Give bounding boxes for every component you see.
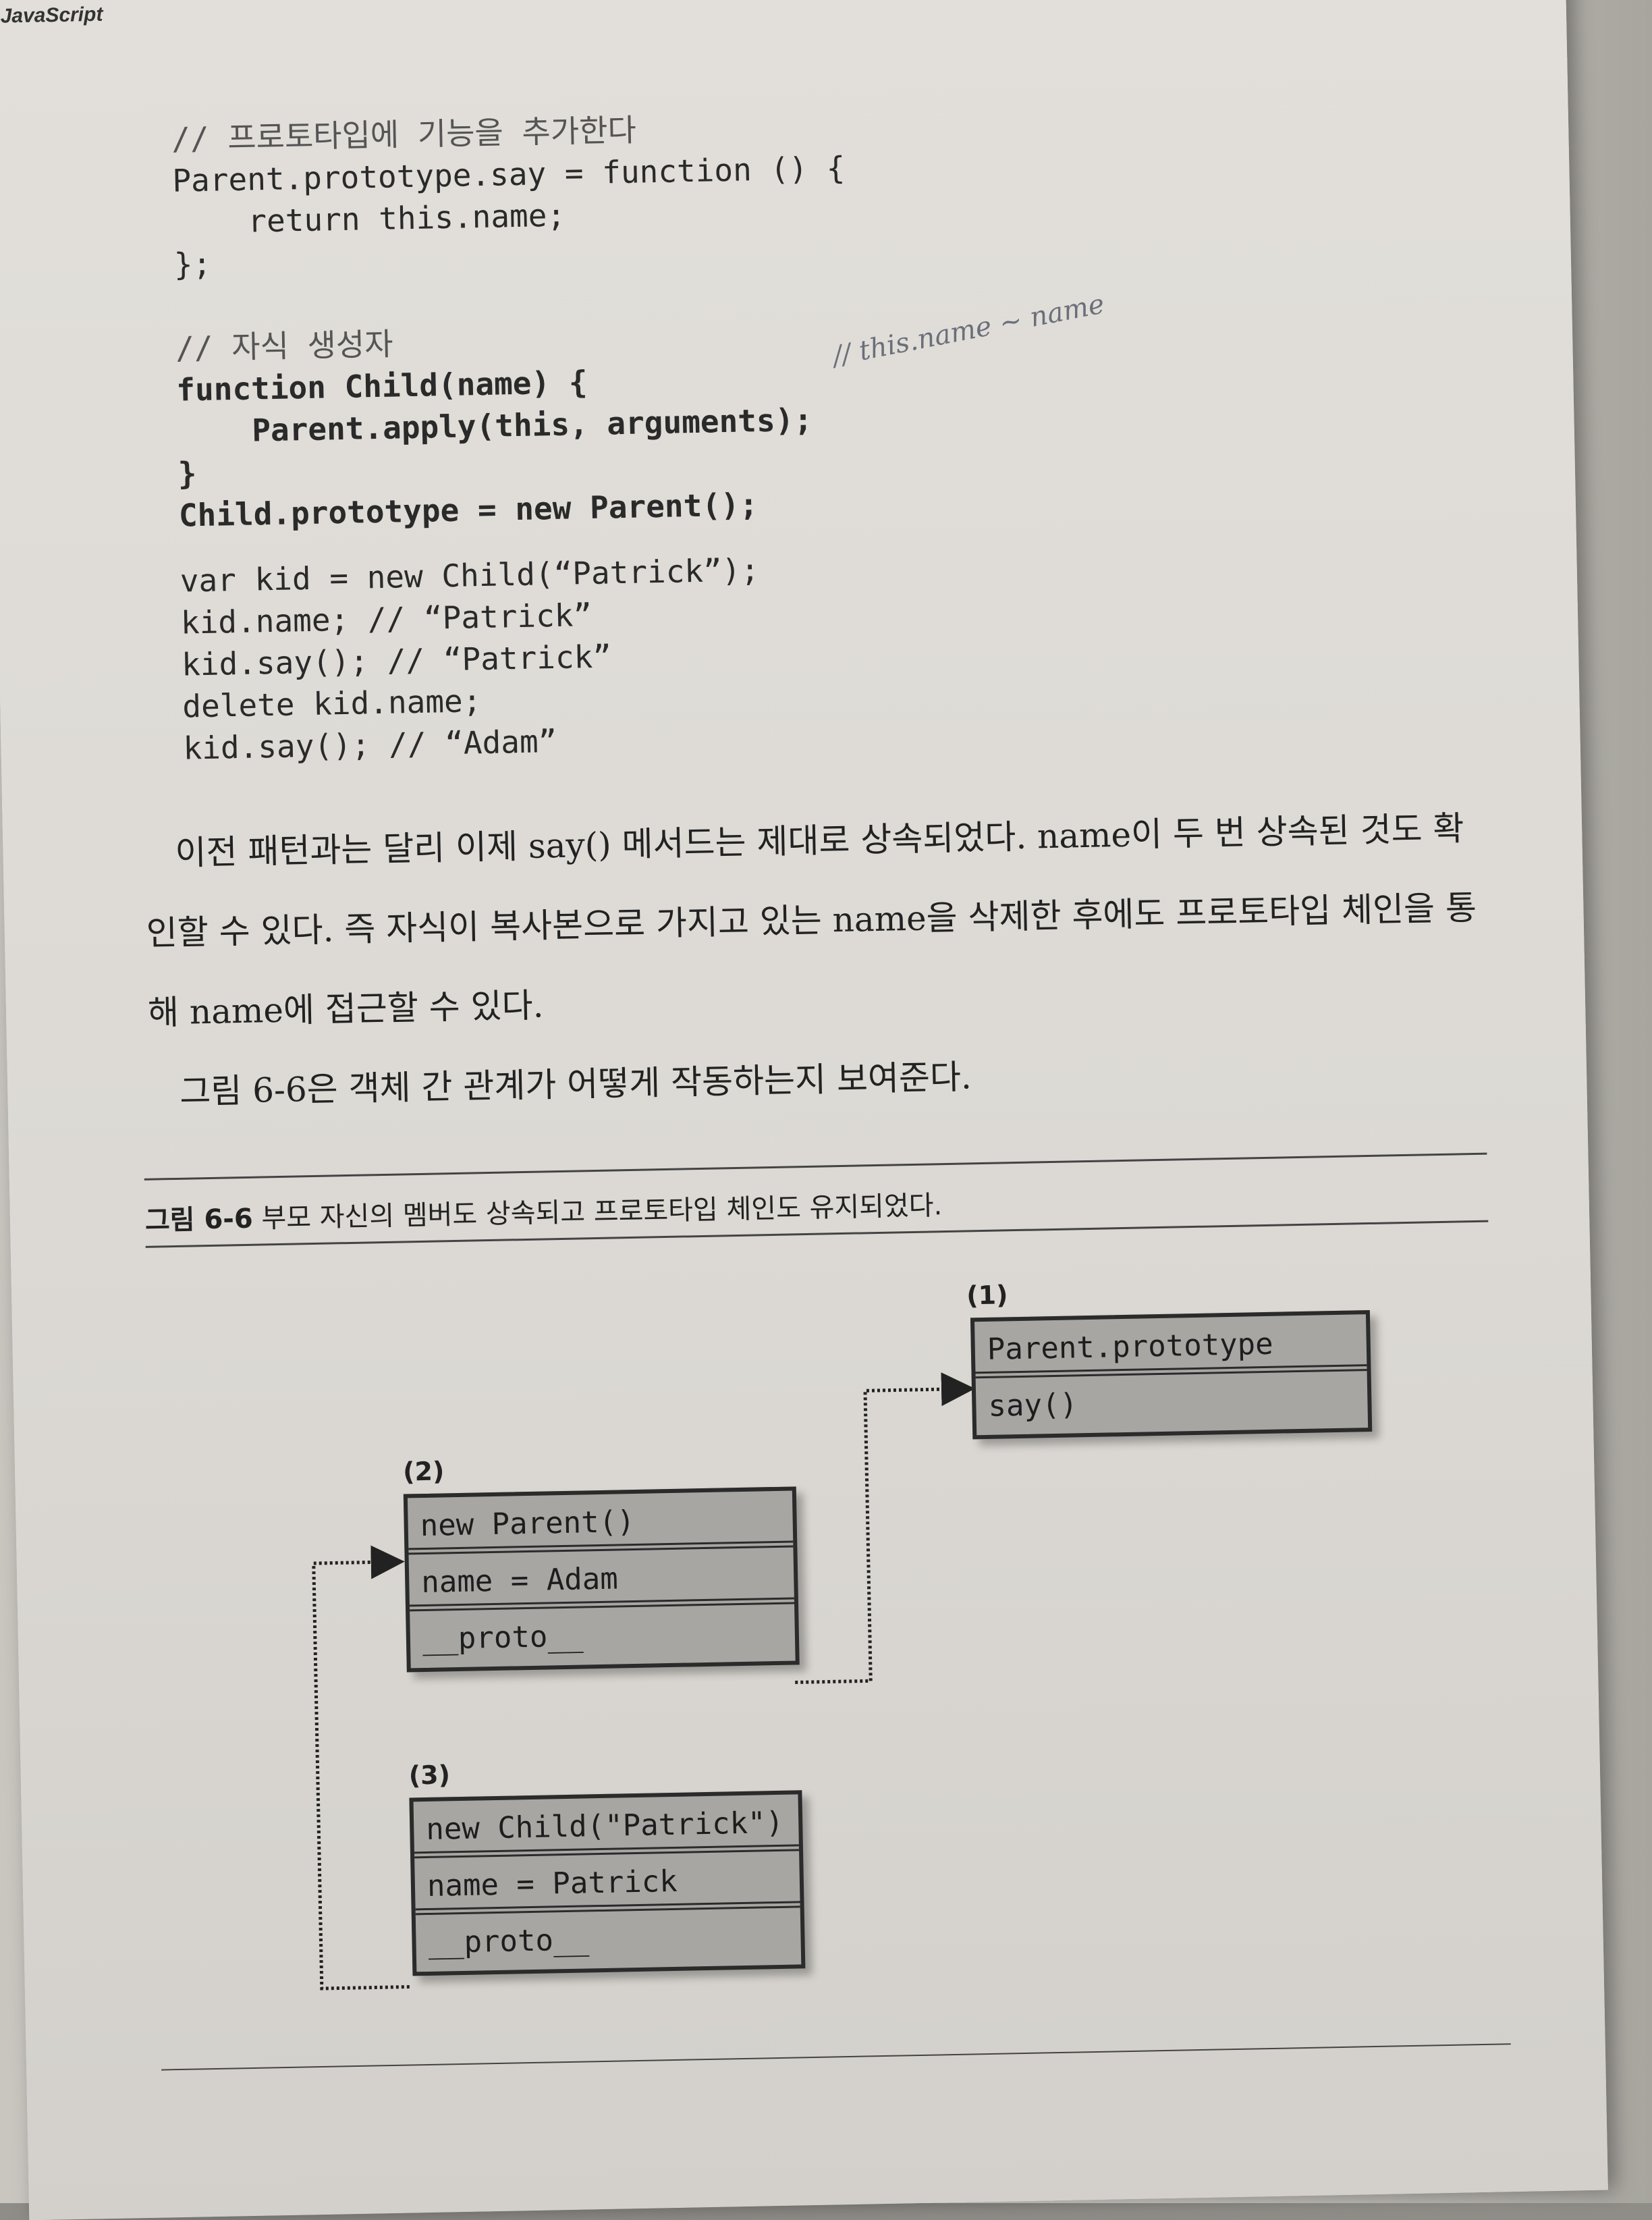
box-1-cell-1: Parent.prototype <box>974 1314 1367 1379</box>
box-3-label: (3) <box>408 1760 451 1791</box>
box-3-cell-3: __proto__ <box>428 1922 590 1960</box>
box-1-cell-2: say() <box>987 1387 1078 1424</box>
box-1-label: (1) <box>966 1280 1008 1311</box>
parent-prototype-box: Parent.prototype say() <box>970 1310 1373 1440</box>
box-2-cell-2: name = Adam <box>408 1547 795 1612</box>
link-3-to-2 <box>312 1545 410 1991</box>
link-2-to-1 <box>795 1372 975 1684</box>
box-3-cell-2: name = Patrick <box>414 1851 800 1916</box>
box-2-cell-3: __proto__ <box>422 1619 584 1657</box>
box-3-cell-1: new Child("Patrick") <box>413 1794 800 1859</box>
book-page: JavaScript // 프로토타입에 기능을 추가한다 Parent.pro… <box>0 0 1608 2220</box>
diagram-links <box>312 1372 975 1991</box>
box-2-label: (2) <box>402 1456 445 1487</box>
new-child-box: new Child("Patrick") name = Patrick __pr… <box>409 1790 806 1976</box>
box-2-cell-1: new Parent() <box>407 1490 794 1555</box>
new-parent-box: new Parent() name = Adam __proto__ <box>403 1486 800 1673</box>
